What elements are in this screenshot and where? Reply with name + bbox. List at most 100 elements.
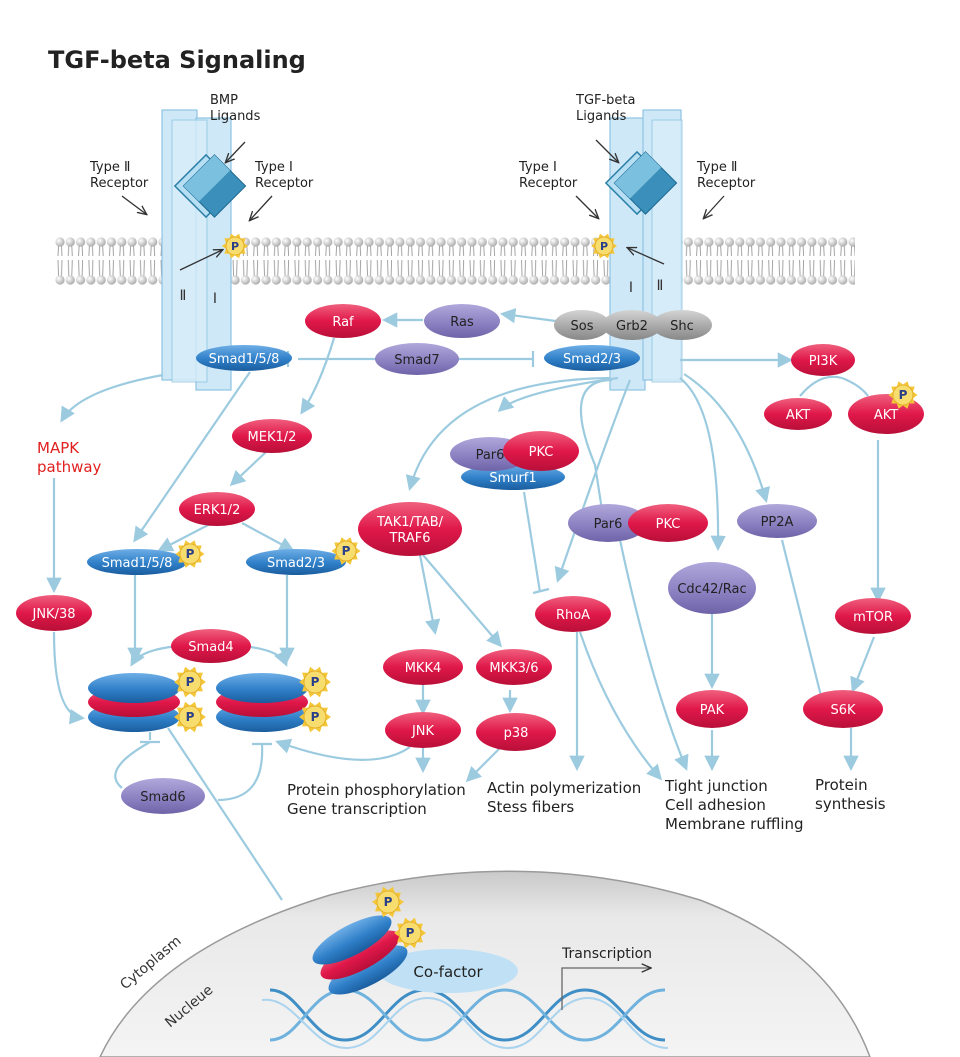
cofactor-label: Co-factor: [413, 963, 483, 981]
node-pkc-a: PKC: [503, 431, 579, 471]
node-pak-label: PAK: [700, 703, 725, 718]
node-par6-b-shape: [568, 504, 648, 542]
pointer-arrows: [121, 139, 725, 271]
node-pkc-a-label: PKC: [529, 445, 554, 460]
node-mek12-shape: [232, 419, 312, 453]
node-s6k-shape: [803, 690, 883, 728]
node-smad7-shape: [375, 343, 459, 375]
svg-text:P: P: [186, 675, 195, 689]
node-raf-shape: [305, 304, 381, 338]
node-sos-label: Sos: [571, 319, 594, 334]
node-grb2-shape: [602, 310, 662, 340]
node-smad158-mid-shape: [87, 549, 187, 575]
node-p38: p38: [476, 713, 556, 751]
phospho-marker: P: [175, 540, 205, 568]
node-pp2a-label: PP2A: [761, 515, 794, 530]
phospho-marker: P: [174, 666, 206, 698]
node-smad158-mid: Smad1/5/8: [87, 549, 187, 575]
svg-text:P: P: [384, 895, 393, 909]
smad-complex-nucleus: [312, 915, 408, 995]
svg-text:P: P: [311, 675, 320, 689]
node-mtor-shape: [835, 598, 911, 634]
node-grb2-label: Grb2: [616, 319, 648, 334]
node-ras-shape: [424, 304, 500, 338]
node-smad6: Smad6: [121, 778, 205, 814]
node-tak1-label: TAK1/TAB/TRAF6: [376, 515, 444, 546]
smad-complex-left: [88, 673, 180, 732]
phospho-marker: P: [394, 917, 426, 949]
node-ras: Ras: [424, 304, 500, 338]
node-smad4: Smad4: [171, 629, 251, 663]
cofactor-node: [378, 949, 518, 993]
node-smad4-label: Smad4: [188, 640, 233, 655]
node-akt2-label: AKT: [874, 408, 898, 423]
node-erk12: ERK1/2: [179, 492, 255, 526]
node-mtor-label: mTOR: [853, 610, 893, 625]
node-mek12-label: MEK1/2: [248, 430, 297, 445]
phospho-marker: P: [888, 381, 918, 409]
phospho-marker: P: [331, 537, 361, 565]
node-smad158-top: Smad1/5/8: [196, 345, 292, 371]
node-smad7-label: Smad7: [394, 353, 439, 368]
node-shc-label: Shc: [670, 319, 694, 334]
node-akt1-label: AKT: [786, 408, 810, 423]
node-rhoa-label: RhoA: [556, 608, 590, 623]
svg-text:P: P: [600, 240, 608, 253]
node-jnk-label: JNK: [411, 724, 435, 739]
node-raf-label: Raf: [332, 315, 354, 330]
node-smad23-mid-shape: [246, 549, 346, 575]
node-ras-label: Ras: [450, 315, 474, 330]
node-mkk36: MKK3/6: [476, 649, 552, 685]
node-smad158-top-label: Smad1/5/8: [209, 352, 280, 367]
svg-text:P: P: [186, 547, 195, 561]
phospho-marker: P: [591, 233, 617, 259]
node-smad158-top-shape: [196, 345, 292, 371]
node-smad23-mid-label: Smad2/3: [267, 556, 325, 571]
phospho-marker: P: [299, 666, 331, 698]
node-pp2a-shape: [737, 504, 817, 538]
node-sos: Sos: [554, 310, 610, 340]
phospho-marker: P: [221, 233, 249, 259]
node-cdc42-label: Cdc42/Rac: [677, 582, 746, 597]
node-pak: PAK: [676, 690, 748, 728]
node-jnk38: JNK/38: [16, 595, 92, 631]
node-mek12: MEK1/2: [232, 419, 312, 453]
node-smad23-top-shape: [544, 345, 640, 371]
svg-text:P: P: [311, 710, 320, 724]
node-mtor: mTOR: [835, 598, 911, 634]
node-jnk38-label: JNK/38: [31, 607, 75, 622]
node-smurf1-label: Smurf1: [489, 471, 536, 486]
node-smad4-shape: [171, 629, 251, 663]
node-smad23-top-label: Smad2/3: [563, 352, 621, 367]
node-smad23-mid: Smad2/3: [246, 549, 346, 575]
node-par6-a-label: Par6: [476, 448, 505, 463]
node-smad7: Smad7: [375, 343, 459, 375]
node-pkc-b-label: PKC: [656, 517, 681, 532]
transcription-arrow: [561, 968, 650, 1010]
node-s6k: S6K: [803, 690, 883, 728]
svg-text:P: P: [231, 240, 239, 253]
node-par6-b: Par6: [568, 504, 648, 542]
node-pi3k-label: PI3K: [809, 354, 838, 369]
node-erk12-label: ERK1/2: [194, 503, 241, 518]
transcription-label: Transcription: [561, 946, 652, 962]
node-mkk36-label: MKK3/6: [489, 661, 538, 676]
smad-complex-right: [216, 673, 308, 732]
node-pp2a: PP2A: [737, 504, 817, 538]
node-rhoa-shape: [535, 596, 611, 632]
node-akt1: AKT: [764, 398, 832, 430]
node-mkk4-shape: [383, 649, 463, 685]
